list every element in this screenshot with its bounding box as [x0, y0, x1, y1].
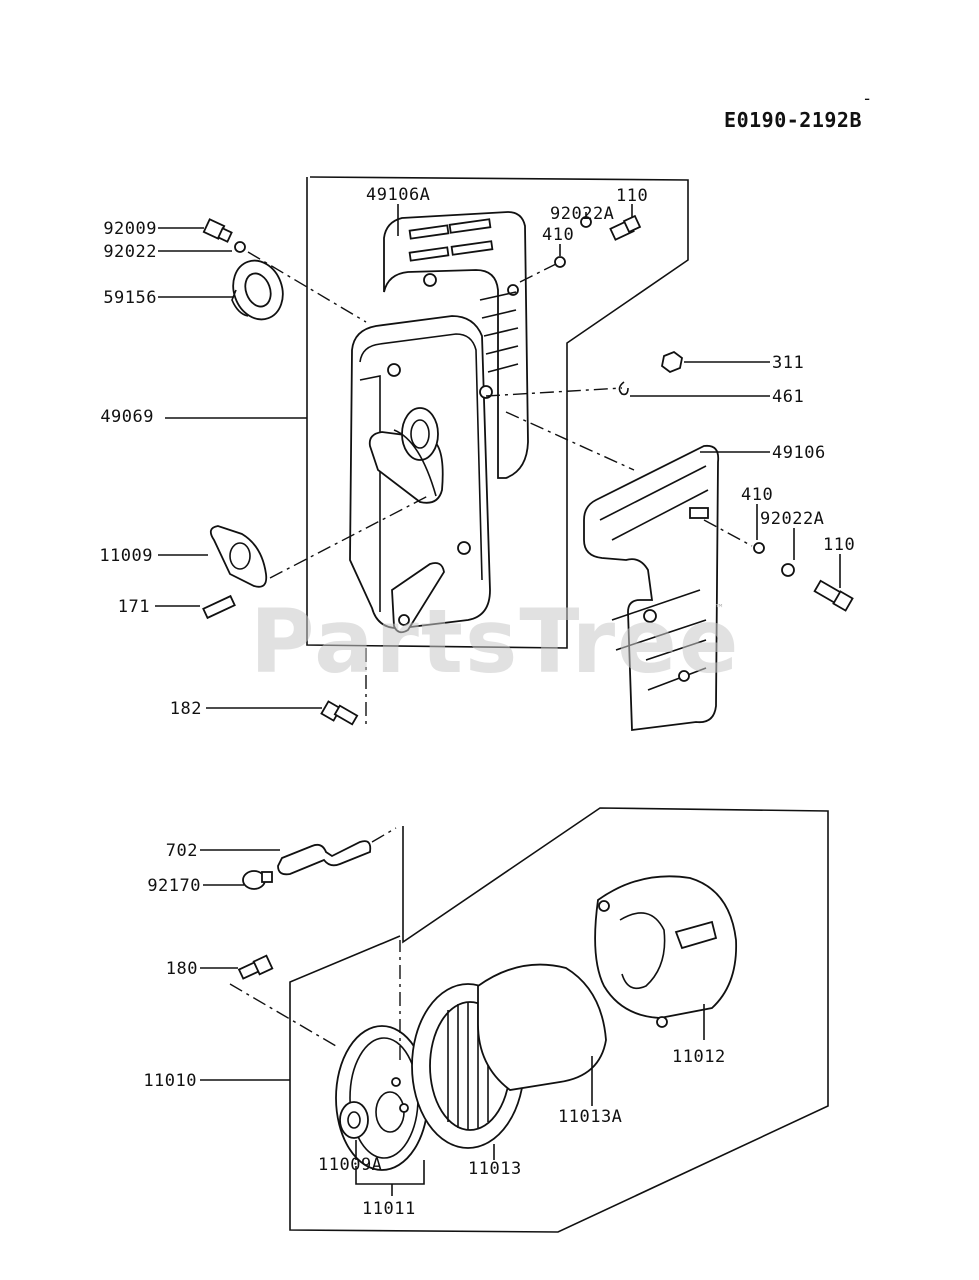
axis-line-1 — [247, 251, 367, 323]
callout-461: 461 — [772, 387, 804, 407]
callout-110-top: 110 — [616, 186, 648, 206]
callout-59156: 59156 — [103, 288, 157, 308]
axis-line-2 — [519, 263, 557, 283]
clip-461 — [618, 381, 629, 396]
callout-11009: 11009 — [99, 546, 153, 566]
diagram-code: E0190-2192B — [724, 108, 862, 132]
nut-311 — [661, 350, 683, 374]
callout-410-right: 410 — [741, 485, 773, 505]
gasket-11009A — [339, 1101, 369, 1139]
callout-182: 182 — [170, 699, 202, 719]
callout-92009: 92009 — [103, 219, 157, 239]
ring-410-top — [554, 256, 566, 268]
air-cleaner-cover-11012 — [594, 875, 737, 1028]
axis-line-8 — [371, 827, 397, 843]
gasket-11009 — [209, 525, 268, 588]
callout-49106A: 49106A — [366, 185, 430, 205]
callout-11013A: 11013A — [558, 1107, 622, 1127]
bolt-110-top — [609, 214, 642, 241]
callout-11013: 11013 — [468, 1159, 522, 1179]
ring-410-right — [753, 542, 765, 554]
callout-11012: 11012 — [672, 1047, 726, 1067]
axis-line-6 — [269, 495, 429, 579]
bracket-11011 — [355, 1160, 425, 1185]
callout-92022A-top: 92022A — [550, 204, 614, 224]
bolt-180 — [237, 954, 274, 980]
code-mark: - — [862, 89, 873, 109]
muffler-body-49069 — [349, 315, 493, 634]
axis-line-4 — [505, 411, 635, 471]
heat-shield-side-49106 — [583, 444, 720, 732]
hose-702 — [277, 840, 372, 876]
washer-92022 — [234, 241, 246, 253]
muffler-group — [155, 176, 854, 732]
bolt-92009 — [202, 218, 233, 243]
clamp-92170 — [242, 870, 273, 890]
pre-cleaner-11013A — [477, 963, 607, 1091]
callout-11011: 11011 — [362, 1199, 416, 1219]
bolt-110-right — [813, 579, 854, 612]
callout-92170: 92170 — [147, 876, 201, 896]
axis-line-5 — [703, 519, 753, 547]
callout-49106: 49106 — [772, 443, 826, 463]
callout-410-top: 410 — [542, 225, 574, 245]
callout-92022: 92022 — [103, 242, 157, 262]
callout-92022A-right: 92022A — [760, 509, 824, 529]
callout-11009A: 11009A — [318, 1155, 382, 1175]
callout-110-right: 110 — [823, 535, 855, 555]
watermark-tm: ™ — [716, 602, 723, 615]
callout-702: 702 — [166, 841, 198, 861]
watermark-text: PartsTree — [250, 590, 740, 693]
callout-49069: 49069 — [100, 407, 154, 427]
axis-line-9 — [229, 983, 337, 1047]
callout-311: 311 — [772, 353, 804, 373]
callout-11010: 11010 — [143, 1071, 197, 1091]
air-cleaner-frame — [289, 807, 829, 1233]
spark-arrester-59156 — [231, 259, 284, 321]
callout-180: 180 — [166, 959, 198, 979]
axis-line-3 — [485, 387, 623, 397]
air-cleaner-group — [200, 807, 829, 1233]
stud-171 — [202, 594, 236, 620]
callout-171: 171 — [118, 597, 150, 617]
washer-92022A-right — [781, 563, 795, 577]
muffler-group-frame — [306, 176, 689, 649]
bolt-182 — [320, 700, 359, 726]
heat-shield-cover-49106A — [383, 211, 529, 479]
